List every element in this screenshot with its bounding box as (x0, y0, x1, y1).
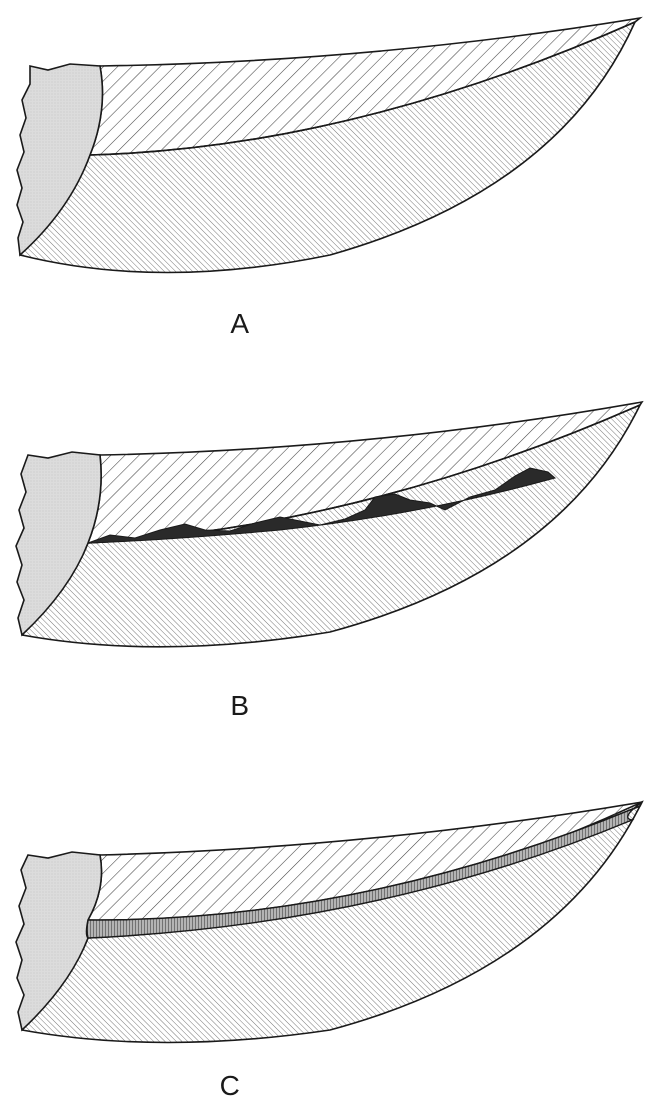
panel-label-c: C (200, 1070, 260, 1102)
panel-c (16, 802, 642, 1043)
panel-label-b: B (210, 690, 270, 722)
panel-a (17, 18, 640, 273)
panel-label-a: A (210, 308, 270, 340)
panel-b (16, 402, 642, 647)
